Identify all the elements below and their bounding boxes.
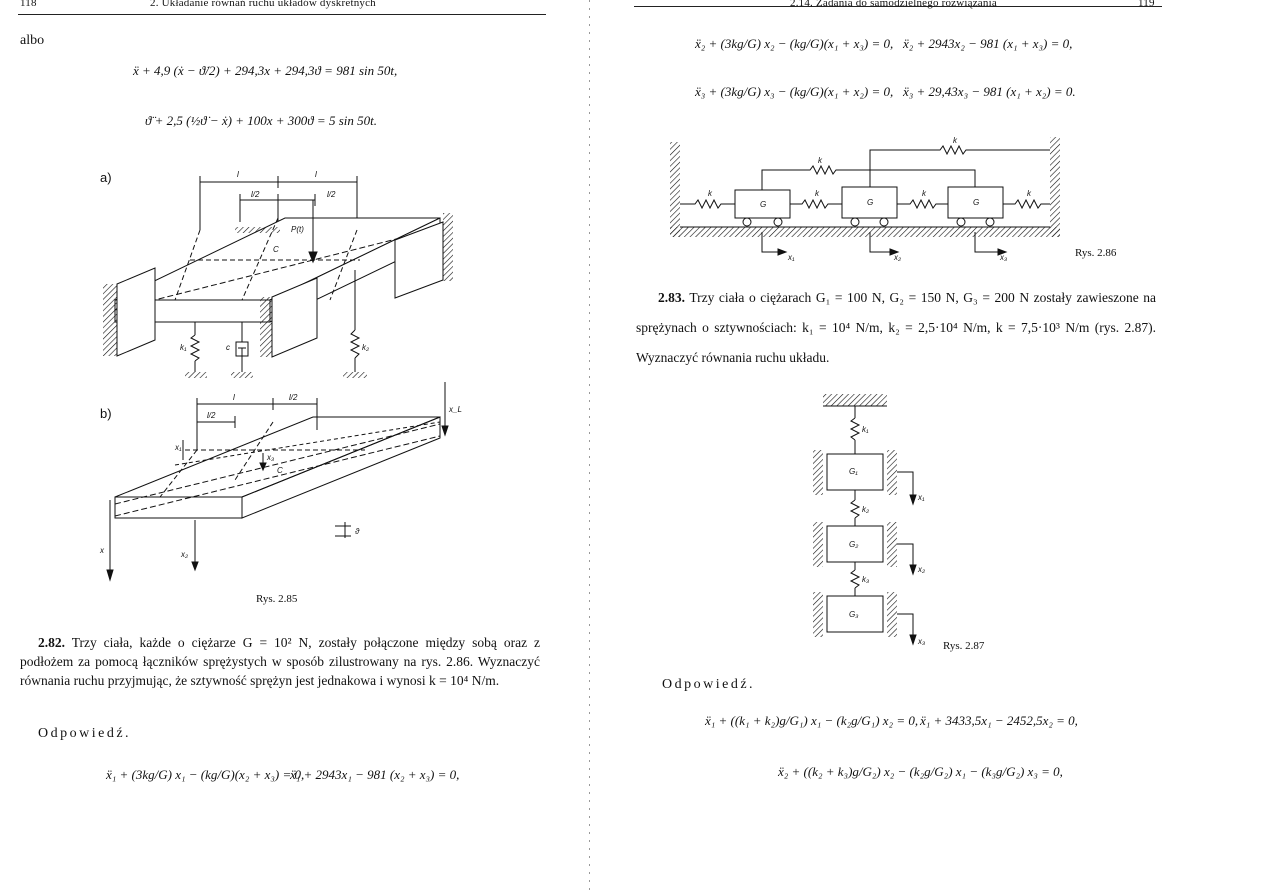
- label-g1-87: G₁: [849, 467, 858, 476]
- label-center-b: C: [277, 466, 283, 475]
- label-k-6: k: [953, 136, 958, 145]
- label-k-2: k: [815, 189, 820, 198]
- label-g-2: G: [867, 198, 873, 207]
- figure-b-drawing: [106, 382, 449, 582]
- label-x3-86: x₃: [999, 253, 1007, 262]
- label-k-3: k: [922, 189, 927, 198]
- label-k2-87: k₂: [862, 505, 869, 514]
- label-l-half-1: l/2: [251, 190, 260, 199]
- label-x2-87: x₂: [917, 565, 925, 574]
- label-k1-a: k₁: [180, 343, 187, 352]
- equation-1: ẍ + 4,9 (ẋ − ϑ̇/2) + 294,3x + 294,3ϑ = 9…: [133, 63, 398, 78]
- eq-right-1b: ẍ₂ + 2943x₂ − 981 (x₁ + x₃) = 0,: [903, 36, 1073, 51]
- label-l-b: l: [233, 393, 235, 402]
- answer-eq-left-b: ẍ₁ + 2943x₁ − 981 (x₂ + x₃) = 0,: [290, 767, 460, 782]
- answer-eq-right-1a: ẍ₁ + ((k₁ + k₂)g/G₁) x₁ − (k₂g/G₁) x₂ = …: [705, 713, 919, 728]
- label-x3-87: x₃: [917, 637, 925, 646]
- answer-eq-right-1b: ẍ₁ + 3433,5x₁ − 2452,5x₂ = 0,: [920, 713, 1078, 728]
- label-x1-87: x₁: [917, 493, 925, 502]
- label-k-1: k: [708, 189, 713, 198]
- figure-b-label: b): [100, 406, 112, 421]
- eq-right-2b: ẍ₃ + 29,43x₃ − 981 (x₁ + x₂) = 0.: [903, 84, 1076, 99]
- label-x3-b: x₃: [266, 453, 274, 462]
- label-xl-b: x_L: [448, 405, 462, 414]
- answer-heading-right: Odpowiedź.: [662, 677, 756, 692]
- figure-2-87-caption: Rys. 2.87: [943, 640, 985, 652]
- label-k2-a: k₂: [362, 343, 369, 352]
- label-g2-87: G₂: [849, 540, 858, 549]
- problem-2-83: 2.83. Trzy ciała o ciężarach G₁ = 100 N,…: [636, 283, 1156, 373]
- page-spine: [589, 0, 590, 893]
- equation-2: ϑ̈ + 2,5 (½ϑ̇ − ẋ) + 100x + 300ϑ = 5 sin…: [145, 113, 377, 128]
- label-l-1: l: [237, 170, 239, 179]
- answer-eq-right-2: ẍ₂ + ((k₂ + k₃)g/G₂) x₂ − (k₂g/G₂) x₁ − …: [778, 764, 1063, 779]
- page-number-left: 118: [20, 0, 37, 9]
- label-l-half-b2: l/2: [207, 411, 216, 420]
- problem-2-83-number: 2.83.: [658, 290, 685, 305]
- label-g3-87: G₃: [849, 610, 858, 619]
- label-x2-86: x₂: [893, 253, 901, 262]
- label-k1-87: k₁: [862, 425, 869, 434]
- label-x1-b: x₁: [174, 443, 182, 452]
- running-head-left: 2. Układanie równań ruchu układów dyskre…: [150, 0, 376, 9]
- label-damper: c: [226, 343, 230, 352]
- label-k3-87: k₃: [862, 575, 869, 584]
- header-rule-right: [634, 6, 1162, 7]
- problem-2-82: 2.82. Trzy ciała, każde o ciężarze G = 1…: [20, 633, 540, 690]
- page-number-right: 119: [1138, 0, 1155, 9]
- label-x1-86: x₁: [787, 253, 795, 262]
- figure-2-87: k₁ G₁ k₂ G₂ k₃ G₃ x₁ x₂ x₃: [813, 394, 925, 646]
- problem-2-82-text: Trzy ciała, każde o ciężarze G = 10² N, …: [20, 635, 540, 688]
- figure-2-85: l l l/2 l/2 P(t) C k₁ c k₂: [99, 170, 462, 582]
- running-head-right: 2.14. Zadania do samodzielnego rozwiązan…: [790, 0, 997, 9]
- label-center-a: C: [273, 245, 279, 254]
- eq-right-2a: ẍ₃ + (3kg/G) x₃ − (kg/G)(x₁ + x₂) = 0,: [695, 84, 894, 99]
- label-l-2: l: [315, 170, 317, 179]
- header-rule-left: [18, 14, 546, 15]
- figure-2-86-caption: Rys. 2.86: [1075, 247, 1117, 259]
- label-x-b: x: [99, 546, 105, 555]
- label-l-half-b1: l/2: [289, 393, 298, 402]
- label-k-4: k: [1027, 189, 1032, 198]
- figure-2-86: G G G k k k k k k x₁ x₂ x₃: [670, 136, 1060, 262]
- label-k-5: k: [818, 156, 823, 165]
- label-x2-b: x₂: [180, 550, 188, 559]
- problem-2-82-number: 2.82.: [38, 635, 65, 650]
- eq-right-1a: ẍ₂ + (3kg/G) x₂ − (kg/G)(x₁ + x₃) = 0,: [695, 36, 894, 51]
- label-force: P(t): [291, 225, 304, 234]
- label-g-3: G: [973, 198, 979, 207]
- figure-a-drawing: [103, 176, 453, 378]
- figure-a-label: a): [100, 170, 112, 185]
- label-l-half-2: l/2: [327, 190, 336, 199]
- answer-eq-left-a: ẍ₁ + (3kg/G) x₁ − (kg/G)(x₂ + x₃) = 0,: [106, 767, 305, 782]
- label-g-1: G: [760, 200, 766, 209]
- label-theta-b: ϑ: [355, 527, 360, 536]
- figure-2-85-caption: Rys. 2.85: [256, 593, 298, 605]
- intro-word: albo: [20, 33, 45, 48]
- answer-heading-left: Odpowiedź.: [38, 726, 132, 741]
- problem-2-83-text: Trzy ciała o ciężarach G₁ = 100 N, G₂ = …: [636, 290, 1156, 365]
